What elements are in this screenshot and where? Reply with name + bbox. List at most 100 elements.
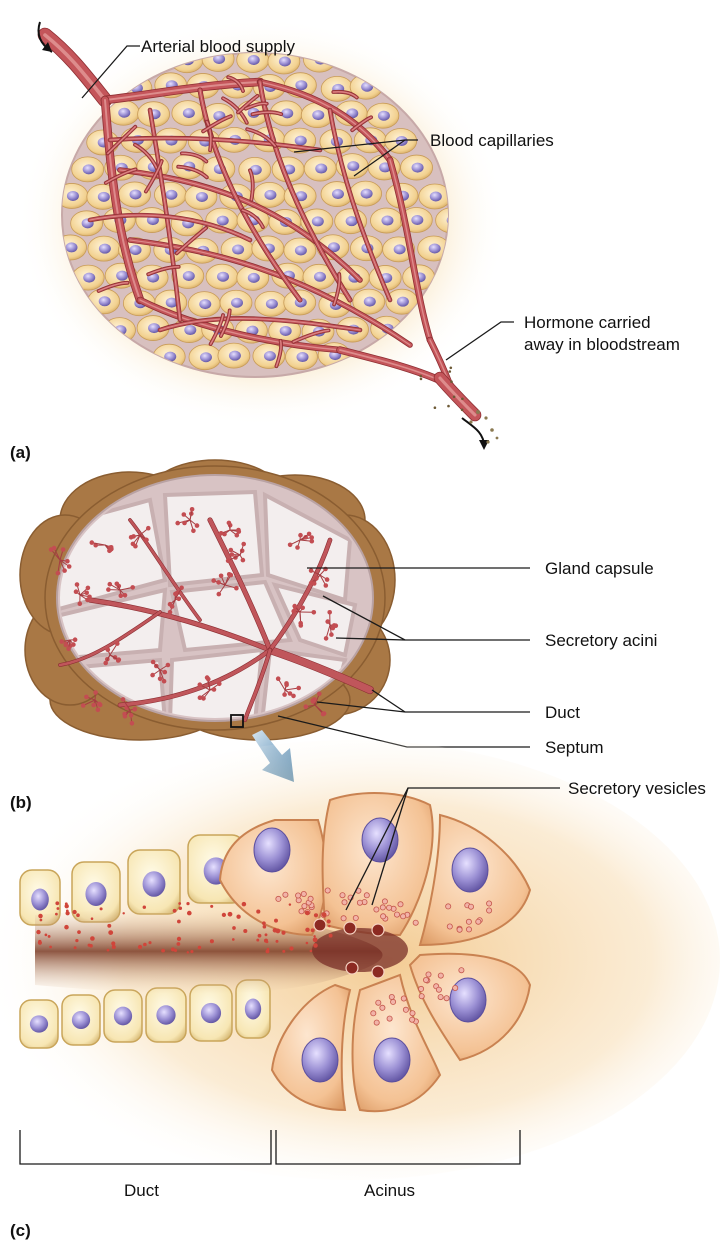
- secretory-vesicle: [374, 1020, 379, 1025]
- acinus-bud: [96, 708, 101, 713]
- secretion-particle: [100, 907, 103, 910]
- secretion-particle: [198, 946, 202, 950]
- secretion-particle: [65, 911, 69, 915]
- acinus-bud: [123, 714, 128, 719]
- acinus-bud: [106, 587, 111, 592]
- secretory-vesicle: [444, 996, 449, 1001]
- label-acinus: Acinus: [364, 1181, 415, 1200]
- endocrine-cell-nucleus: [295, 136, 307, 146]
- label-duct-b: Duct: [545, 703, 580, 722]
- acinus-lumen: [312, 928, 408, 972]
- secretion-particle: [55, 913, 58, 916]
- secretory-vesicle: [426, 972, 431, 977]
- secretory-vesicle: [357, 900, 362, 905]
- secretory-vesicle: [371, 1011, 376, 1016]
- secretion-particle: [222, 913, 226, 917]
- label-secretory-acini: Secretory acini: [545, 631, 657, 650]
- acinus-bud: [317, 692, 322, 697]
- acinus-bud: [108, 582, 113, 587]
- hormone-speck: [420, 378, 423, 381]
- endocrine-cell-nucleus: [295, 246, 307, 256]
- acinus-bud: [75, 582, 80, 587]
- acinus-bud: [212, 687, 217, 692]
- acinus-bud: [121, 697, 126, 702]
- hormone-speck: [447, 405, 450, 408]
- duct-cell-nucleus: [72, 1011, 90, 1029]
- label-arterial-blood-supply: Arterial blood supply: [141, 37, 296, 56]
- secretory-vesicle: [380, 905, 385, 910]
- acinus-bud: [115, 641, 120, 646]
- endocrine-cell-nucleus: [199, 299, 211, 309]
- endocrine-cell-nucleus: [378, 111, 390, 121]
- secretion-particle: [328, 925, 330, 927]
- secretory-vesicle: [391, 999, 396, 1004]
- secretion-particle: [179, 906, 183, 910]
- secretory-vesicle: [276, 896, 281, 901]
- secretion-particle: [232, 938, 235, 941]
- acinus-bud: [298, 621, 303, 626]
- secretion-particle: [327, 919, 331, 923]
- endocrine-cell-nucleus: [116, 271, 128, 281]
- acinus-bud: [158, 677, 163, 682]
- endocrine-cell-nucleus: [196, 192, 208, 202]
- acinus-bud: [97, 702, 102, 707]
- secretory-vesicle: [401, 914, 406, 919]
- secretory-vesicle: [364, 893, 369, 898]
- acinus-bud: [146, 526, 151, 531]
- secretion-particle: [187, 951, 189, 953]
- exocytosis-droplet: [372, 924, 384, 936]
- endocrine-cell-nucleus: [412, 163, 424, 173]
- secretion-particle: [177, 920, 181, 924]
- acinus-bud: [237, 529, 242, 534]
- secretion-particle: [77, 930, 81, 934]
- duct-cell-nucleus: [156, 1005, 175, 1024]
- secretory-vesicle: [438, 973, 443, 978]
- endocrine-cell-nucleus: [217, 216, 229, 226]
- secretion-particle: [49, 946, 52, 949]
- secretory-vesicle: [419, 994, 424, 999]
- endocrine-cell-nucleus: [312, 110, 324, 120]
- acinus-bud: [309, 568, 314, 573]
- hormone-speck: [419, 375, 422, 378]
- acinus-bud: [288, 543, 293, 548]
- panel-c-acinus-detail: Secretory vesicles Duct Acinus (c): [0, 740, 720, 1240]
- endocrine-cell-nucleus: [184, 325, 196, 335]
- secretion-particle: [45, 934, 48, 937]
- acinus-bud: [226, 558, 231, 563]
- label-septum: Septum: [545, 738, 604, 757]
- duct-cell-nucleus: [201, 1003, 221, 1023]
- acinus-bud: [62, 568, 67, 573]
- exocytosis-droplet: [346, 962, 358, 974]
- acinar-cell-nucleus: [302, 1038, 338, 1082]
- secretion-particle: [289, 946, 293, 950]
- acinus-bud: [162, 679, 167, 684]
- secretion-particle: [122, 912, 124, 914]
- acinus-bud: [179, 586, 184, 591]
- acinus-bud: [191, 529, 196, 534]
- secretion-particle: [282, 950, 285, 953]
- secretion-particle: [322, 913, 327, 918]
- acinus-bud: [74, 589, 79, 594]
- acinus-bud: [52, 546, 57, 551]
- secretion-particle: [306, 942, 309, 945]
- endocrine-cell-nucleus: [314, 272, 326, 282]
- acinus-bud: [59, 639, 64, 644]
- acinus-bud: [211, 578, 216, 583]
- endocrine-cell-nucleus: [67, 191, 79, 201]
- secretion-particle: [76, 913, 80, 917]
- endocrine-cell-nucleus: [217, 272, 229, 282]
- secretory-vesicle: [394, 912, 399, 917]
- secretory-vesicle: [410, 1017, 415, 1022]
- hormone-speck: [453, 396, 456, 399]
- acinus-bud: [115, 582, 120, 587]
- acinus-bud: [73, 637, 78, 642]
- secretion-particle: [143, 905, 146, 908]
- endocrine-cell-nucleus: [232, 245, 244, 255]
- label-gland-capsule: Gland capsule: [545, 559, 654, 578]
- endocrine-cell-nucleus: [200, 352, 212, 362]
- secretory-vesicle: [447, 924, 452, 929]
- secretion-particle: [138, 945, 142, 949]
- acinus-bud: [177, 597, 182, 602]
- acinus-bud: [150, 673, 155, 678]
- acinus-bud: [325, 619, 330, 624]
